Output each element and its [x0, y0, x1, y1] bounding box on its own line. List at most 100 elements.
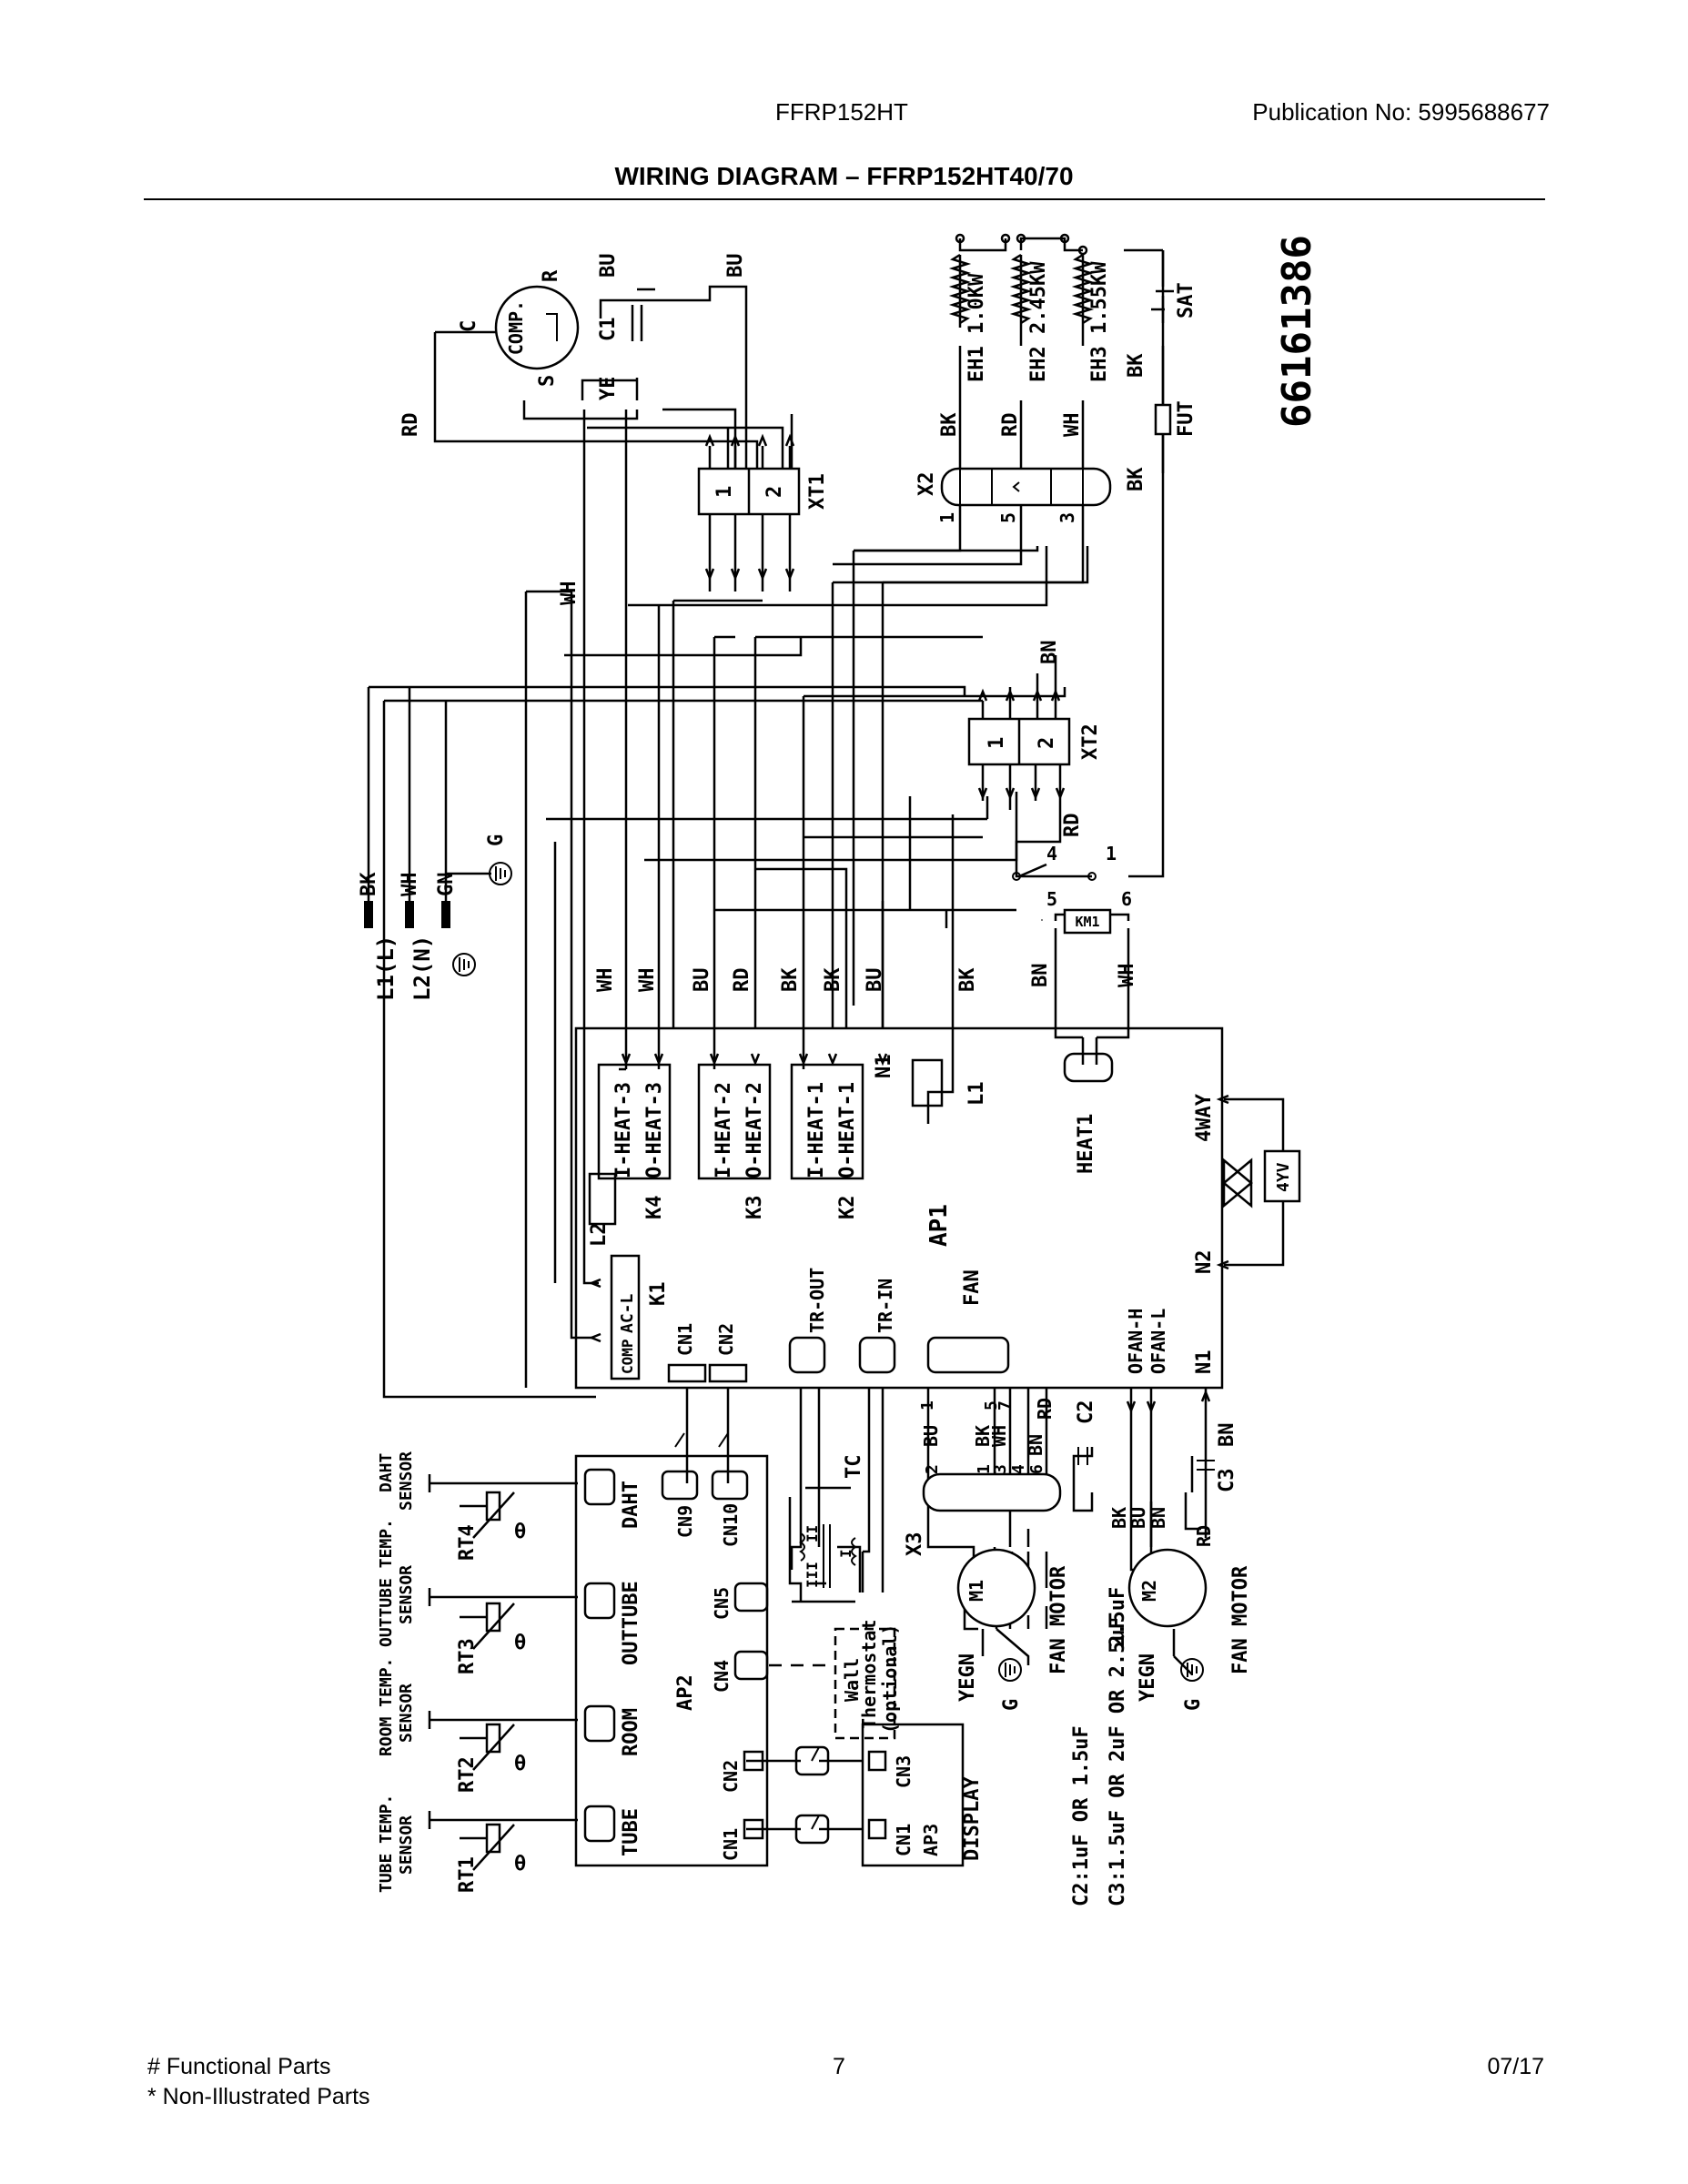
svg-text:RT3: RT3: [456, 1638, 479, 1674]
svg-text:BK: BK: [1125, 353, 1147, 378]
svg-text:K2: K2: [836, 1196, 859, 1220]
connector-x2: X2 1 5 3: [915, 467, 1112, 523]
svg-text:C2:1uF OR 1.5uF: C2:1uF OR 1.5uF: [1070, 1725, 1093, 1906]
compressor-label: COMP.: [505, 300, 527, 355]
svg-text:7: 7: [996, 1400, 1015, 1410]
svg-text:YE: YE: [597, 377, 620, 401]
svg-text:ROOM TEMP.: ROOM TEMP.: [377, 1658, 396, 1756]
svg-text:K4: K4: [643, 1196, 666, 1220]
svg-text:CN10: CN10: [720, 1503, 742, 1547]
page-number: 7: [833, 2054, 845, 2079]
svg-text:KM1: KM1: [1075, 914, 1099, 930]
svg-text:L1: L1: [965, 1082, 988, 1107]
svg-text:BK: BK: [956, 967, 979, 992]
svg-text:BU: BU: [597, 254, 620, 278]
svg-text:BU: BU: [1127, 1507, 1149, 1529]
svg-text:RT4: RT4: [456, 1524, 479, 1561]
svg-text:WH: WH: [636, 968, 659, 993]
svg-text:YEGN: YEGN: [956, 1653, 979, 1702]
compressor: COMP. C R S RD C1 BU YE BU: [399, 254, 747, 438]
svg-text:L1(L): L1(L): [373, 935, 399, 1001]
svg-text:ROOM: ROOM: [620, 1708, 642, 1756]
svg-text:SENSOR: SENSOR: [397, 1565, 416, 1624]
terminal-block-xt2: 1 2 XT2 BN RD: [967, 641, 1102, 837]
svg-text:BN: BN: [1029, 964, 1052, 988]
svg-text:L2: L2: [588, 1223, 611, 1248]
svg-text:O-HEAT-2: O-HEAT-2: [743, 1082, 766, 1178]
indoor-fan-motor: M1 X3 FAN MOTOR YEGN G C2 2.5uF 1 5 7 2 …: [904, 1398, 1129, 1711]
svg-text:YEGN: YEGN: [1137, 1653, 1159, 1702]
harness-labels: WH WH BU RD BK BK BU BK: [594, 967, 979, 992]
svg-text:C: C: [458, 320, 480, 332]
svg-text:X2: X2: [915, 472, 938, 497]
svg-text:θ: θ: [514, 1853, 526, 1876]
svg-text:RD: RD: [1193, 1525, 1215, 1547]
svg-text:C3: C3: [1216, 1469, 1238, 1493]
board-ap3-display: CN3 CN1 AP3 DISPLAY: [893, 1755, 984, 1861]
svg-text:S: S: [536, 375, 559, 387]
svg-text:TUBE: TUBE: [620, 1808, 642, 1856]
outdoor-fan-motor: M2 FAN MOTOR YEGN G C3 BN BK BU BN RD: [1108, 1423, 1252, 1712]
svg-text:O-HEAT-3: O-HEAT-3: [643, 1082, 666, 1178]
svg-text:RD: RD: [731, 968, 753, 993]
publication-number: Publication No: 5995688677: [1252, 98, 1550, 126]
svg-text:II: II: [804, 1525, 821, 1542]
svg-text:OUTTUBE TEMP.: OUTTUBE TEMP.: [377, 1519, 396, 1647]
svg-text:WH: WH: [1116, 964, 1138, 988]
svg-text:WH: WH: [558, 581, 581, 606]
svg-text:COMP: COMP: [619, 1339, 636, 1374]
svg-text:CN1: CN1: [674, 1323, 696, 1356]
svg-text:N1: N1: [873, 1055, 895, 1079]
svg-text:θ: θ: [514, 1753, 526, 1775]
svg-text:BU: BU: [724, 254, 747, 278]
svg-text:θ: θ: [514, 1521, 526, 1543]
svg-text:5: 5: [1046, 888, 1057, 910]
svg-text:RT1: RT1: [456, 1856, 479, 1893]
svg-text:6: 6: [1027, 1464, 1046, 1474]
svg-text:(optional): (optional): [879, 1624, 901, 1734]
svg-text:RT2: RT2: [456, 1756, 479, 1793]
svg-text:AC-L: AC-L: [618, 1293, 637, 1333]
svg-text:WH: WH: [594, 968, 617, 993]
svg-text:BK: BK: [938, 412, 961, 437]
svg-text:OFAN-H: OFAN-H: [1125, 1309, 1147, 1374]
svg-text:SENSOR: SENSOR: [397, 1815, 416, 1875]
svg-text:DISPLAY: DISPLAY: [961, 1776, 984, 1861]
svg-text:CN2: CN2: [715, 1323, 737, 1356]
svg-text:DAHT: DAHT: [620, 1481, 642, 1529]
svg-text:1: 1: [713, 486, 736, 498]
svg-text:CN1: CN1: [720, 1828, 742, 1861]
capacitor-c1: [631, 305, 643, 341]
svg-text:BK: BK: [779, 967, 802, 992]
svg-text:RD: RD: [1034, 1398, 1056, 1420]
svg-text:6: 6: [1121, 888, 1132, 910]
svg-text:C2: C2: [1075, 1400, 1097, 1425]
svg-text:BN: BN: [1038, 641, 1061, 665]
svg-text:L2(N): L2(N): [409, 935, 435, 1001]
board-ap2: DAHT OUTTUBE ROOM TUBE AP2 CN9 CN10 CN5 …: [574, 1432, 965, 1867]
svg-text:SENSOR: SENSOR: [397, 1451, 416, 1511]
svg-text:4: 4: [1009, 1464, 1028, 1474]
part-number: 66161386: [1274, 235, 1320, 428]
svg-text:EH3 1.55KW: EH3 1.55KW: [1088, 261, 1111, 382]
svg-text:CN9: CN9: [674, 1505, 696, 1538]
svg-text:M1: M1: [965, 1580, 987, 1602]
svg-text:WH: WH: [988, 1425, 1010, 1447]
svg-text:RD: RD: [399, 413, 422, 438]
svg-text:G: G: [485, 834, 508, 846]
svg-text:TUBE TEMP.: TUBE TEMP.: [377, 1795, 396, 1893]
svg-text:2.5uF: 2.5uF: [1107, 1587, 1129, 1647]
heater-elements: [948, 233, 1174, 473]
svg-text:CN4: CN4: [711, 1660, 733, 1693]
svg-text:2: 2: [1036, 737, 1058, 749]
svg-text:BK: BK: [972, 1425, 994, 1447]
svg-text:RD: RD: [999, 413, 1022, 438]
svg-text:OFAN-L: OFAN-L: [1147, 1309, 1169, 1374]
power-supply: BK WH GN L1(L) L2(N) G: [358, 834, 512, 1001]
svg-text:SAT: SAT: [1175, 282, 1198, 318]
svg-text:WH: WH: [399, 873, 421, 897]
svg-text:X3: X3: [904, 1532, 926, 1557]
temperature-sensors: RT4 RT3 RT2 RT1 θ θ θ θ DAHT SENSOR OUTT…: [377, 1451, 526, 1893]
svg-text:1: 1: [975, 1464, 994, 1474]
